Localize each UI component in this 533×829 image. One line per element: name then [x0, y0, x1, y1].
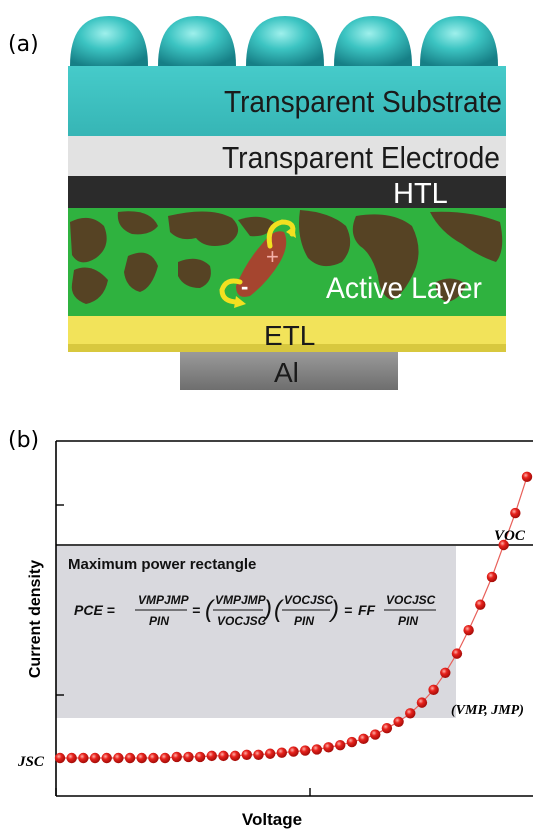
- jv-data-point: [124, 752, 136, 764]
- jv-data-point: [299, 745, 311, 756]
- jv-data-point: [136, 752, 147, 764]
- jv-curve-chart: Current density Voltage Maximum power re…: [17, 440, 533, 829]
- jv-data-point: [335, 740, 346, 751]
- jv-data-point: [346, 736, 358, 748]
- jv-data-point: [416, 697, 428, 708]
- jsc-label: JSC: [17, 754, 45, 770]
- minus-charge-label: -: [241, 274, 248, 299]
- phase-domains: [70, 210, 503, 304]
- microlens-dome: [246, 16, 324, 66]
- eq-term1-num: VMPJMP: [138, 593, 190, 607]
- panel-a-label: (a): [8, 32, 39, 57]
- jv-data-point: [428, 684, 439, 696]
- jv-data-point: [253, 749, 264, 761]
- jv-data-point: [78, 752, 89, 764]
- jv-data-point: [358, 733, 369, 745]
- etl-label: ETL: [264, 320, 315, 351]
- etl-shade: [68, 344, 506, 352]
- jv-data-point: [194, 751, 206, 763]
- eq-term1-den: PIN: [149, 614, 169, 628]
- eq-term2b-num: VOCJSC: [284, 593, 334, 607]
- jv-data-point: [89, 752, 101, 764]
- jv-data-point: [370, 729, 381, 740]
- device-stack: Transparent Substrate Transparent Electr…: [68, 16, 506, 390]
- eq-ff: FF: [358, 602, 376, 618]
- jv-data-point: [393, 716, 404, 727]
- eq-term2b-den: PIN: [294, 614, 314, 628]
- exciton-region: [236, 231, 287, 297]
- jv-data-point: [498, 539, 509, 551]
- microlens-array: [70, 16, 498, 66]
- jv-data-point: [113, 752, 124, 764]
- substrate-label: Transparent Substrate: [224, 84, 502, 119]
- electron-arrow-icon: [219, 278, 243, 305]
- jv-data-point: [463, 625, 474, 636]
- jv-data-point: [510, 507, 521, 519]
- jv-data-point: [405, 708, 416, 719]
- htl-label: HTL: [393, 178, 448, 210]
- jv-data-point: [440, 667, 451, 678]
- eq-paren: (: [274, 596, 285, 623]
- electrode-layer: [68, 136, 506, 176]
- jv-data-point: [66, 752, 77, 764]
- jv-data-point: [54, 752, 66, 764]
- microlens-dome: [420, 16, 498, 66]
- eq-paren: ): [261, 596, 272, 623]
- jv-data-point: [475, 599, 486, 610]
- microlens-dome: [158, 16, 236, 66]
- jv-data-point: [381, 722, 393, 734]
- eq-paren: ): [328, 596, 339, 623]
- panel-b-label: (b): [8, 428, 40, 453]
- max-power-rectangle-title: Maximum power rectangle: [68, 556, 256, 573]
- eq-paren: (: [205, 596, 216, 623]
- eq-term2a-num: VMPJMP: [215, 593, 267, 607]
- eq-equals: =: [344, 602, 352, 618]
- pce-lhs: PCE =: [74, 602, 115, 618]
- jv-data-point: [276, 747, 288, 758]
- jv-data-point: [521, 471, 533, 483]
- microlens-dome: [70, 16, 148, 66]
- active-label: Active Layer: [326, 272, 482, 305]
- jv-data-point: [148, 752, 159, 764]
- jv-data-point: [288, 746, 299, 757]
- jv-data-point: [241, 749, 252, 761]
- jv-data-point: [101, 752, 112, 764]
- eq-term3-den: PIN: [398, 614, 418, 628]
- hole-arrowhead-icon: [286, 226, 296, 238]
- x-axis-label: Voltage: [242, 810, 302, 829]
- jv-data-point: [451, 648, 463, 659]
- max-power-rectangle: [56, 546, 456, 718]
- jv-data-point: [311, 744, 323, 755]
- jv-data-point: [486, 571, 498, 583]
- microlens-dome: [334, 16, 412, 66]
- jv-data-point: [206, 750, 217, 762]
- electrode-label: Transparent Electrode: [222, 140, 500, 175]
- mpp-label: (VMP, JMP): [451, 703, 524, 718]
- al-label: Al: [274, 357, 299, 388]
- eq-equals: =: [192, 602, 200, 618]
- electron-arrowhead-icon: [234, 296, 246, 308]
- jv-data-point: [218, 750, 229, 762]
- jv-data-point: [183, 751, 194, 763]
- jv-data-point: [323, 742, 334, 753]
- jv-data-points: [54, 471, 533, 764]
- substrate-layer: [68, 66, 506, 136]
- jv-data-point: [264, 748, 276, 759]
- htl-layer: [68, 176, 506, 208]
- voc-label: VOC: [494, 528, 526, 544]
- eq-term2a-den: VOCJSC: [217, 614, 267, 628]
- al-layer: [180, 352, 398, 390]
- jv-data-point: [229, 750, 241, 762]
- eq-term3-num: VOCJSC: [386, 593, 436, 607]
- jv-data-point: [171, 751, 182, 763]
- plus-charge-label: +: [266, 244, 279, 269]
- pce-equation: PCE = VMPJMP PIN = ( VMPJMP VOCJSC ) ( V…: [74, 593, 436, 628]
- jv-data-point: [159, 752, 171, 764]
- y-axis-label: Current density: [27, 560, 44, 678]
